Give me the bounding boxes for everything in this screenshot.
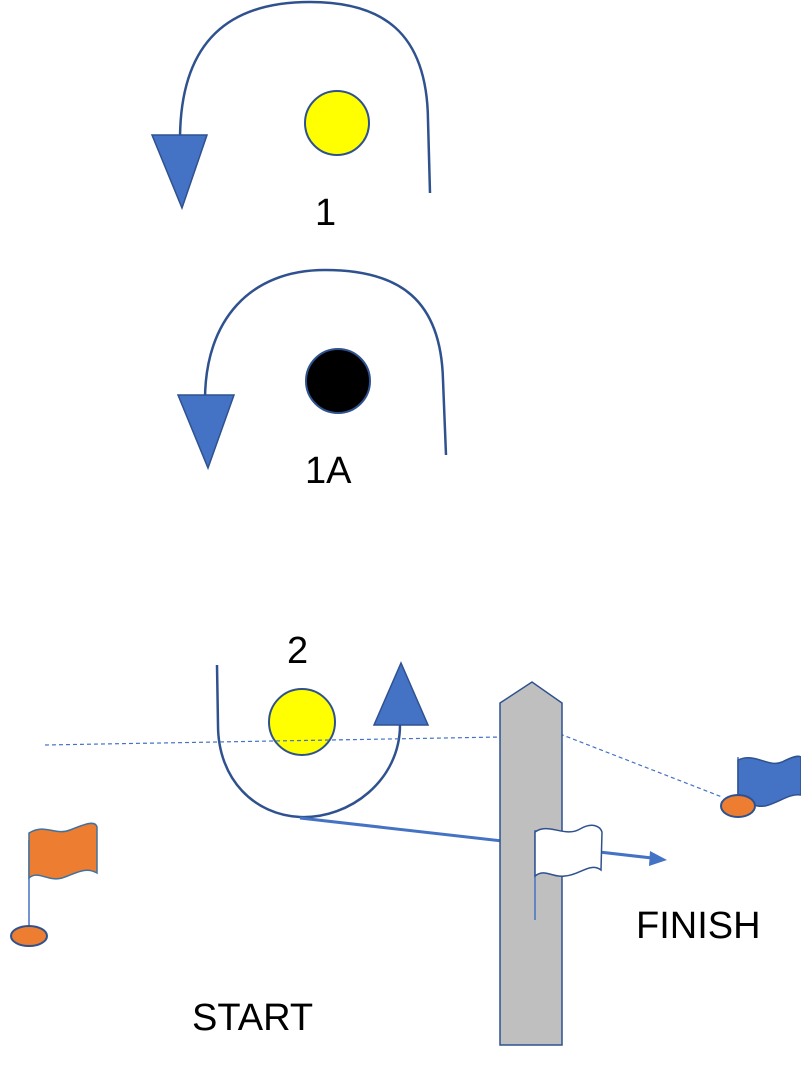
mark-2-rounding-path: [215, 664, 402, 819]
start-pin-buoy: [10, 925, 48, 947]
finish-label: FINISH: [636, 905, 761, 947]
finish-pin: [720, 755, 801, 818]
finish-pin-buoy: [720, 794, 756, 818]
mark-1a-label: 1A: [305, 450, 352, 492]
mark-1-group: 1: [150, 0, 432, 234]
mark-1-label: 1: [315, 192, 336, 234]
mark-1-direction-arrow: [150, 134, 209, 211]
final-leg-arrowhead: [649, 851, 667, 866]
mark-2-group: 2: [215, 630, 430, 819]
mark-2-label: 2: [287, 630, 308, 672]
mark-1-rounding-path: [178, 0, 432, 194]
mark-2-buoy: [268, 688, 336, 756]
start-label: START: [192, 997, 313, 1039]
mark-1a-group: 1A: [176, 268, 448, 492]
committee-boat: [499, 681, 603, 1046]
committee-flag: [534, 824, 603, 878]
start-flag: [28, 822, 98, 880]
mark-2-direction-arrow: [372, 661, 430, 726]
finish-line: [559, 733, 723, 798]
start-line: [44, 736, 503, 746]
mark-1a-rounding-path: [203, 268, 448, 456]
mark-1-buoy: [304, 90, 370, 156]
start-pin: [10, 822, 98, 947]
final-leg: [299, 816, 667, 866]
mark-1a-direction-arrow: [176, 394, 236, 471]
mark-1a-buoy: [305, 348, 371, 414]
